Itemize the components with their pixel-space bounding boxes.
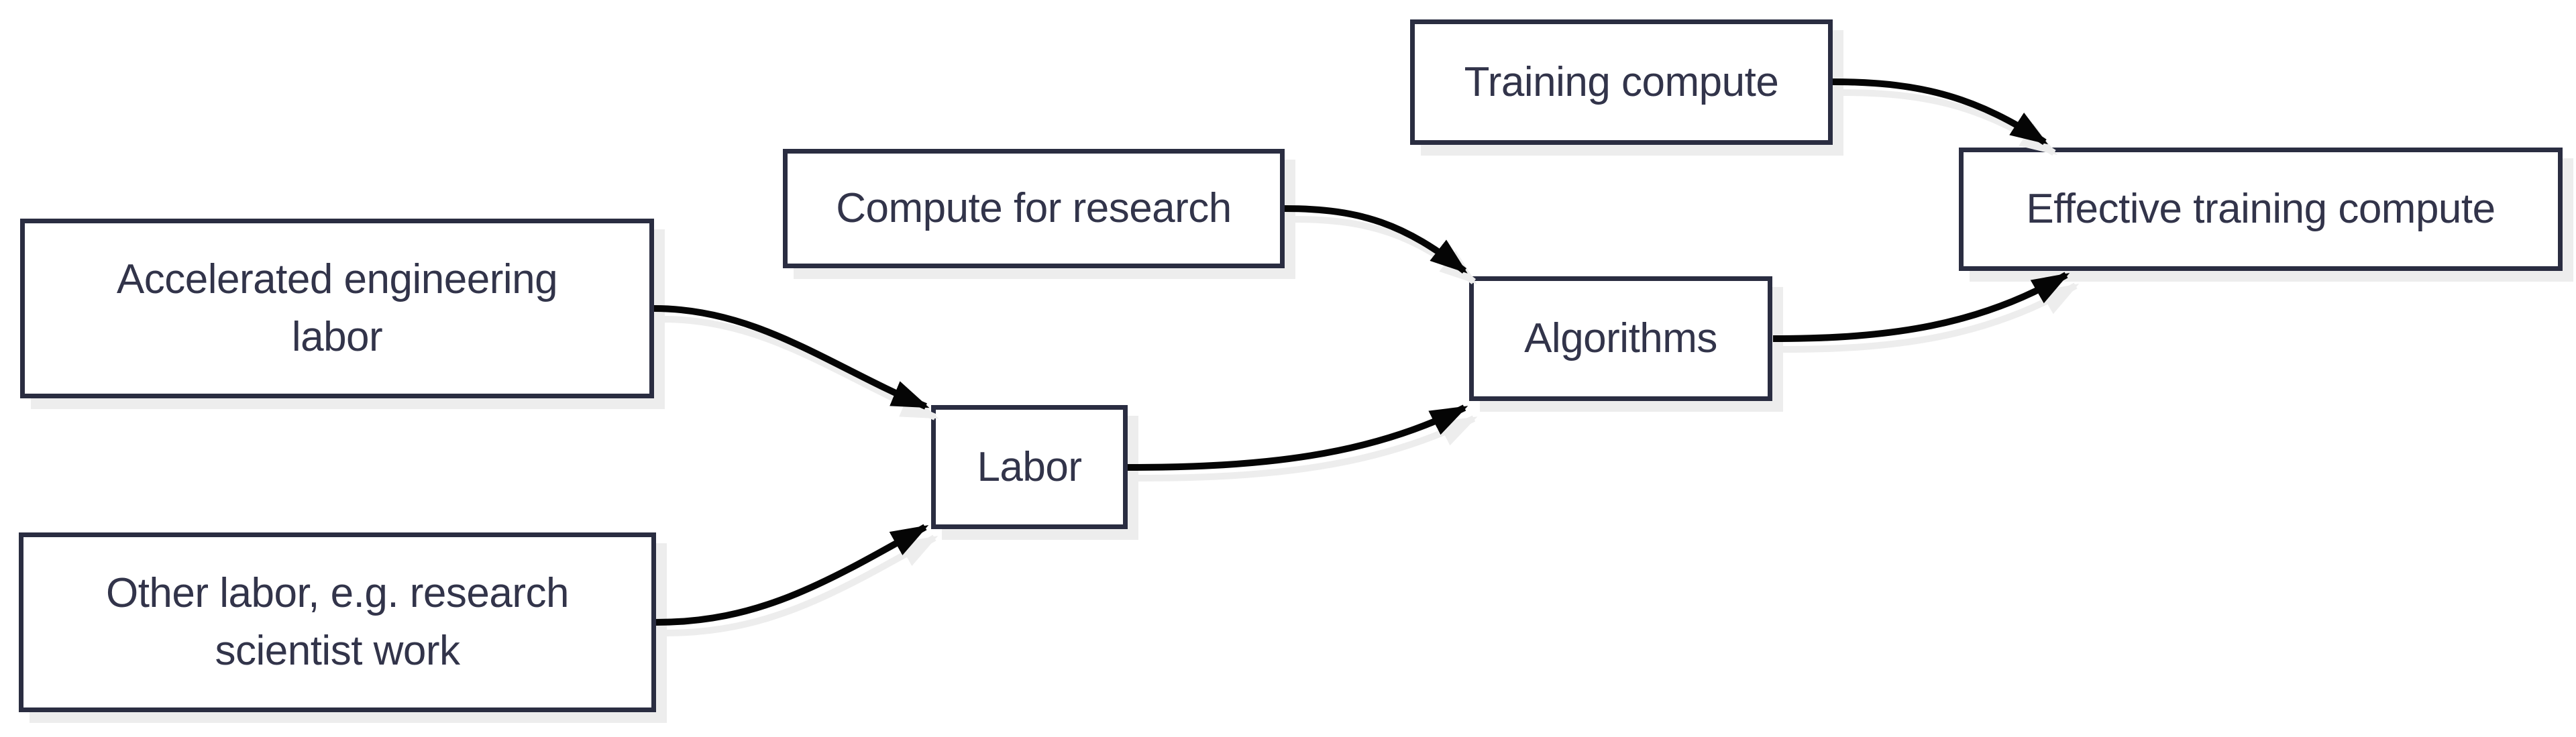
edge-other-labor-to-labor — [655, 524, 929, 626]
node-label: Training compute — [1464, 58, 1779, 105]
edge-algorithms-to-effective-training-compute — [1772, 272, 2070, 342]
node-compute-for-research: Compute for research — [783, 149, 1285, 268]
node-label: Accelerated engineering labor — [116, 256, 558, 360]
edge-training-compute-to-effective-training-compute — [1832, 78, 2049, 146]
edge-compute-for-research-to-algorithms — [1284, 205, 1468, 274]
node-training-compute: Training compute — [1410, 19, 1833, 145]
node-label: Effective training compute — [2026, 186, 2496, 233]
node-algorithms: Algorithms — [1469, 276, 1772, 401]
edge-labor-to-algorithms — [1127, 404, 1468, 471]
node-label: Labor — [977, 443, 1082, 490]
edge-accelerated-engineering-labor-to-labor — [653, 305, 930, 410]
node-label: Other labor, e.g. research scientist wor… — [105, 570, 570, 674]
node-label: Algorithms — [1524, 315, 1717, 362]
node-effective-training-compute: Effective training compute — [1959, 148, 2563, 271]
node-label: Compute for research — [836, 185, 1232, 232]
node-accelerated-engineering-labor: Accelerated engineering labor — [20, 219, 654, 398]
node-labor: Labor — [931, 405, 1128, 529]
node-other-labor: Other labor, e.g. research scientist wor… — [19, 532, 656, 712]
